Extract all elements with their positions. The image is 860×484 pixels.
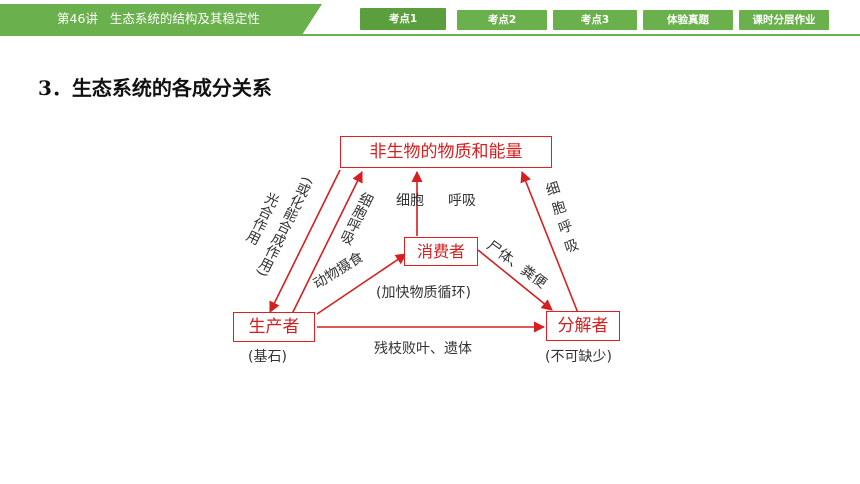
lecture-title-tab: [0, 4, 322, 34]
arrow-feeding: [316, 253, 407, 315]
producer-note: (基石): [248, 349, 287, 365]
tab-kaodian-1[interactable]: 考点1: [360, 8, 446, 30]
ecosystem-relationship-diagram: 非生物的物质和能量 消费者 生产者 分解者 (基石) (加快物质循环) (不可缺…: [200, 128, 660, 378]
node-producer: 生产者: [233, 312, 315, 342]
arrow-photosynthesis: [269, 169, 341, 314]
section-heading: 3．生态系统的各成分关系: [38, 76, 272, 100]
header-divider: [0, 34, 860, 36]
label-litter: 残枝败叶、遗体: [374, 341, 472, 357]
consumer-note: (加快物质循环): [376, 285, 471, 301]
tab-kaodian-3[interactable]: 考点3: [553, 10, 637, 30]
arrow-waste: [477, 249, 553, 311]
label-consumer-respiration-2: 呼吸: [448, 193, 476, 209]
node-abiotic: 非生物的物质和能量: [340, 136, 552, 168]
node-consumer: 消费者: [404, 237, 478, 266]
node-decomposer: 分解者: [546, 311, 620, 341]
diagram-arrows: [269, 169, 579, 333]
header-bar: 第46讲生态系统的结构及其稳定性 考点1 考点2 考点3 体验真题 课时分层作业: [0, 0, 860, 36]
tab-real-exam[interactable]: 体验真题: [643, 10, 733, 30]
label-consumer-respiration-1: 细胞: [396, 193, 424, 209]
lecture-number: 第46讲: [57, 11, 98, 26]
arrow-producer-respiration: [291, 170, 363, 315]
lecture-title: 第46讲生态系统的结构及其稳定性: [57, 10, 272, 28]
decomposer-note: (不可缺少): [545, 349, 612, 365]
lecture-topic: 生态系统的结构及其稳定性: [109, 11, 260, 26]
tab-kaodian-2[interactable]: 考点2: [457, 10, 547, 30]
tab-homework[interactable]: 课时分层作业: [739, 10, 829, 30]
arrow-decomposer-respiration: [520, 170, 579, 314]
